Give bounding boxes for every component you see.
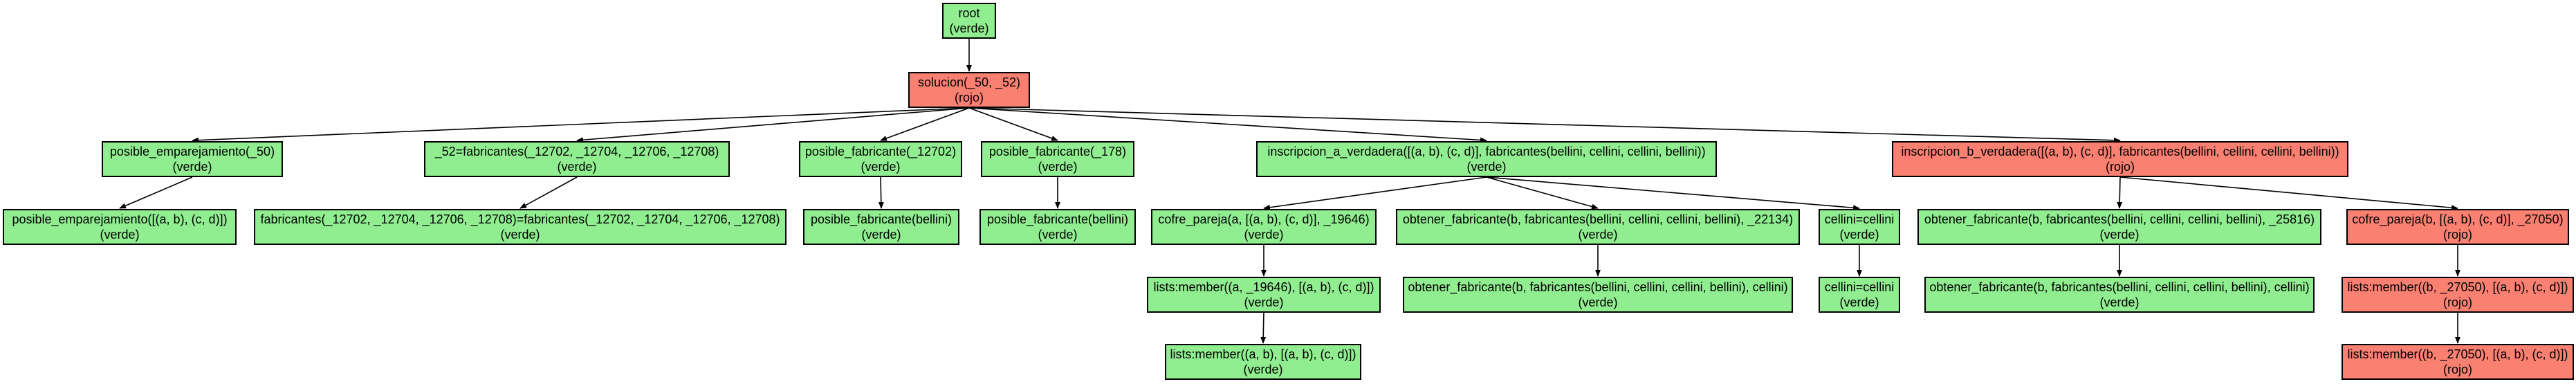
node-label: solucion(_50, _52) [917,75,1021,89]
edge-insc_b-to-obt_fab_b [2117,176,2123,209]
node-fabricantes-assign: _52=fabricantes(_12702, _12704, _12706, … [424,141,730,177]
node-status: (verde) [2099,228,2140,241]
edge-solucion-to-pos_fab_12702 [880,107,970,141]
edge-solucion-to-pos_emp [192,107,970,143]
node-label: posible_fabricante(bellini) [986,212,1129,226]
node-cofre-pareja-a: cofre_pareja(a, [(a, b), (c, d)], _19646… [1151,209,1377,245]
node-posible-emparejamiento: posible_emparejamiento(_50) (verde) [102,141,283,177]
node-posible-fabricante-178: posible_fabricante(_178) (verde) [981,141,1134,177]
node-label: obtener_fabricante(b, fabricantes(bellin… [1408,280,1788,294]
edge-insc_b-to-cofre_b [2119,176,2458,211]
node-status: (verde) [1244,295,1284,309]
node-label: cofre_pareja(b, [(a, b), (c, d)], _27050… [2352,212,2564,226]
node-cellini-equality: cellini=cellini (verde) [1819,209,1900,245]
node-posible-emparejamiento-value: posible_emparejamiento([(a, b), (c, d)])… [3,209,237,245]
node-label: posible_emparejamiento([(a, b), (c, d)]) [12,212,228,226]
node-label: inscripcion_b_verdadera([(a, b), (c, d)]… [1901,145,2339,158]
edge-insc_a-to-cofre_a [1263,176,1487,210]
node-solucion: solucion(_50, _52) (rojo) [908,72,1030,108]
node-cofre-pareja-b: cofre_pareja(b, [(a, b), (c, d)], _27050… [2346,209,2569,245]
node-label: cofre_pareja(a, [(a, b), (c, d)], _19646… [1158,212,1370,226]
edge-insc_a-to-cellini_eq [1486,176,1860,211]
node-label: fabricantes(_12702, _12704, _12706, _127… [260,212,780,226]
node-status: (verde) [1244,228,1284,241]
node-status: (rojo) [2442,363,2472,376]
node-status: (verde) [1839,295,1879,309]
node-label: lists:member((b, _27050), [(a, b), (c, d… [2347,280,2568,294]
node-status: (verde) [172,160,212,174]
node-label: obtener_fabricante(b, fabricantes(bellin… [1924,212,2315,226]
node-obtener-fabricante-b: obtener_fabricante(b, fabricantes(bellin… [1917,209,2321,245]
node-label: posible_fabricante(bellini) [810,212,953,226]
edge-solucion-to-insc_a [968,107,1487,143]
node-status: (verde) [1243,363,1283,376]
node-status: (verde) [1466,160,1507,174]
node-obtener-fabricante-b-result: obtener_fabricante(b, fabricantes(bellin… [1924,277,2315,313]
node-obtener-fabricante-a: obtener_fabricante(b, fabricantes(bellin… [1396,209,1800,245]
edge-insc_a-to-obt_fab_a [1486,176,1599,210]
node-label: lists:member((a, b), [(a, b), (c, d)]) [1170,347,1356,361]
node-lists-member-b-result: lists:member((b, _27050), [(a, b), (c, d… [2342,344,2574,380]
node-status: (verde) [1839,228,1879,241]
node-status: (verde) [949,21,989,35]
node-lists-member-a: lists:member((a, _19646), [(a, b), (c, d… [1147,277,1381,313]
node-status: (rojo) [2442,295,2472,309]
edge-solucion-to-pos_fab_178 [968,107,1058,141]
node-root: root (verde) [942,3,996,39]
node-inscripcion-a: inscripcion_a_verdadera([(a, b), (c, d)]… [1256,141,1717,177]
node-status: (verde) [2099,295,2140,309]
node-label: obtener_fabricante(b, fabricantes(bellin… [1402,212,1794,226]
node-status: (verde) [1038,160,1078,174]
node-status: (rojo) [2105,160,2135,174]
node-status: (rojo) [2442,228,2472,241]
node-status: (verde) [1038,228,1078,241]
node-label: _52=fabricantes(_12702, _12704, _12706, … [434,145,719,158]
node-label: lists:member((b, _27050), [(a, b), (c, d… [2347,347,2568,361]
node-label: root [958,6,980,20]
node-lists-member-a-result: lists:member((a, b), [(a, b), (c, d)]) (… [1165,344,1361,380]
node-cellini-equality-2: cellini=cellini (verde) [1819,277,1900,313]
node-status: (rojo) [954,91,984,104]
node-status: (verde) [557,160,597,174]
edge-solucion-to-fab52 [576,107,970,143]
edge-pos_emp-to-pos_emp_val [119,176,193,209]
node-status: (verde) [861,228,901,241]
node-posible-fabricante-12702: posible_fabricante(_12702) (verde) [799,141,962,177]
node-posible-fabricante-bellini-2: posible_fabricante(bellini) (verde) [979,209,1136,245]
node-fabricantes-equality: fabricantes(_12702, _12704, _12706, _127… [254,209,786,245]
node-obtener-fabricante-a-result: obtener_fabricante(b, fabricantes(bellin… [1403,277,1793,313]
node-label: posible_emparejamiento(_50) [109,145,275,158]
edge-solucion-to-insc_b [968,107,2121,143]
node-label: posible_fabricante(_12702) [804,145,957,158]
edge-fab52-to-fab_eq [519,176,578,209]
node-status: (verde) [100,228,140,241]
node-label: inscripcion_a_verdadera([(a, b), (c, d)]… [1267,145,1706,158]
node-status: (verde) [861,160,901,174]
node-label: cellini=cellini [1824,280,1895,294]
node-lists-member-b: lists:member((b, _27050), [(a, b), (c, d… [2342,277,2574,313]
node-status: (verde) [1578,228,1618,241]
edge-member_a-to-member_a_res [1260,312,1267,344]
node-status: (verde) [1578,295,1618,309]
node-posible-fabricante-bellini-1: posible_fabricante(bellini) (verde) [803,209,959,245]
node-status: (verde) [500,228,540,241]
node-label: posible_fabricante(_178) [988,145,1127,158]
node-label: cellini=cellini [1824,212,1895,226]
node-label: obtener_fabricante(b, fabricantes(bellin… [1929,280,2310,294]
node-label: lists:member((a, _19646), [(a, b), (c, d… [1153,280,1374,294]
node-inscripcion-b: inscripcion_b_verdadera([(a, b), (c, d)]… [1892,141,2348,177]
